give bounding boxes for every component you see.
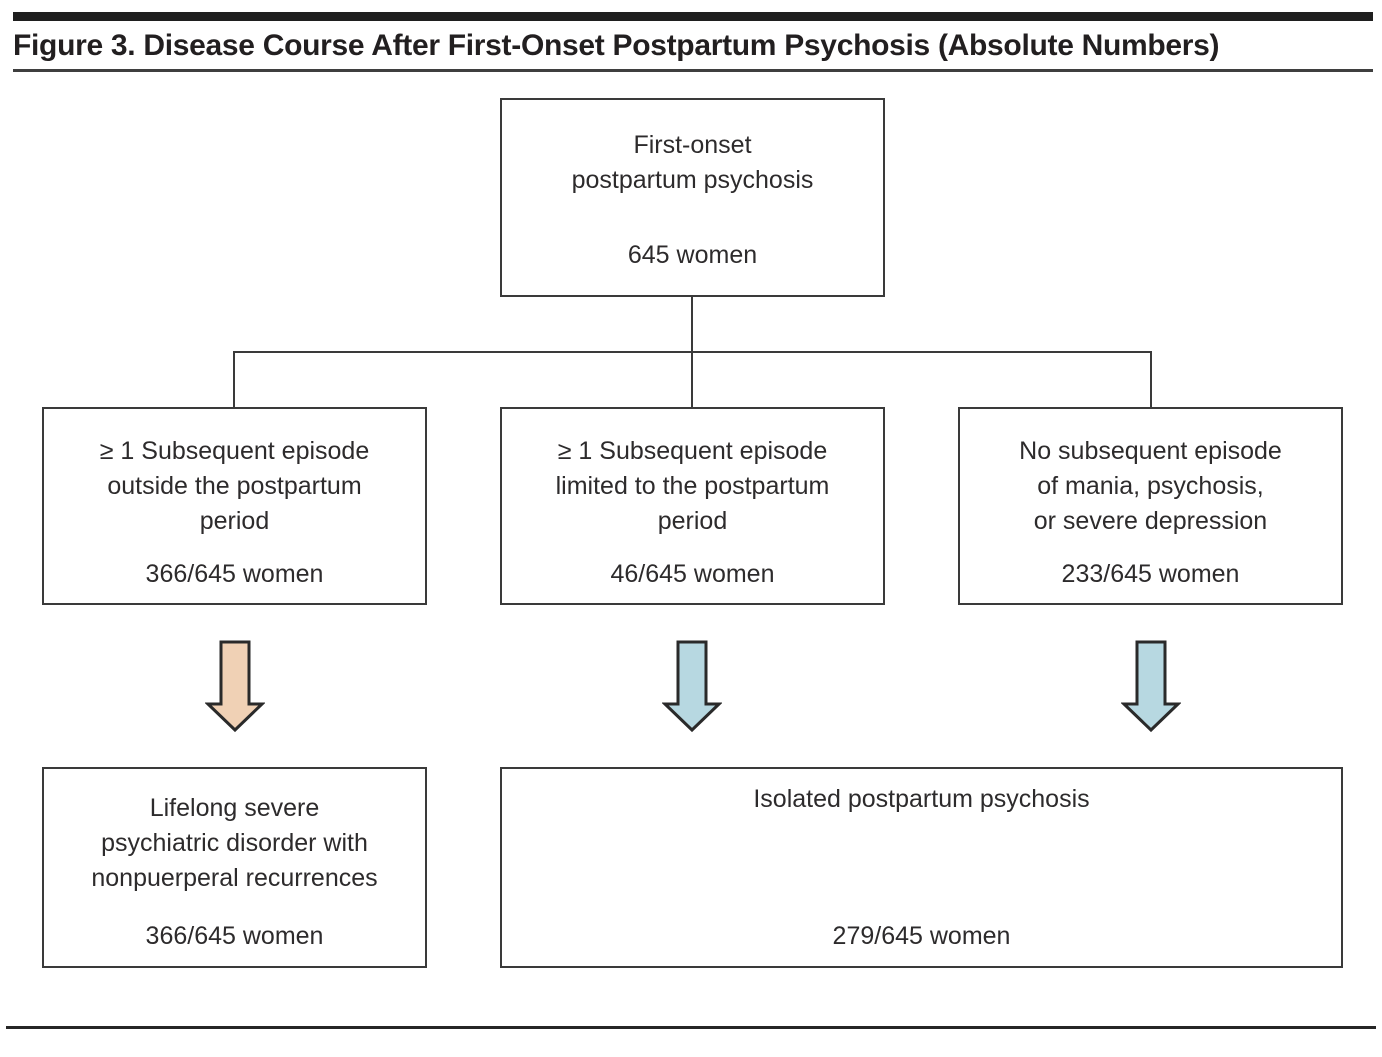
node-line: or severe depression [1033,507,1268,535]
node-count: 366/645 women [145,560,324,588]
node-first-onset-postpartum-psychosis: First-onset postpartum psychosis 645 wom… [500,98,885,297]
arrow-shape [662,640,722,733]
node-text: Lifelong severe psychiatric disorder wit… [91,791,377,896]
node-line: postpartum psychosis [571,166,814,194]
node-count: 279/645 women [832,922,1011,950]
connector-middle-branch [691,351,693,409]
node-line: of mania, psychosis, [1037,472,1264,500]
node-isolated-postpartum-psychosis: Isolated postpartum psychosis 279/645 wo… [500,767,1343,968]
connector-left-branch [233,351,235,409]
figure-title: Figure 3. Disease Course After First-Ons… [13,29,1220,62]
down-arrow-icon-blue [1121,640,1181,733]
node-line: No subsequent episode [1019,437,1282,465]
connector-right-branch [1150,351,1152,409]
node-count: 233/645 women [1061,560,1240,588]
node-line: period [199,507,270,535]
node-count: 366/645 women [145,922,324,950]
node-text: First-onset postpartum psychosis [572,128,814,198]
node-subsequent-limited-postpartum: ≥ 1 Subsequent episode limited to the po… [500,407,885,605]
top-rule-thick [13,12,1373,21]
node-text: No subsequent episode of mania, psychosi… [1019,434,1282,539]
node-text: ≥ 1 Subsequent episode outside the postp… [100,434,369,539]
node-line: Isolated postpartum psychosis [753,785,1090,813]
node-count: 645 women [627,241,758,269]
arrow-shape [205,640,265,733]
node-line: Lifelong severe [149,794,320,822]
node-line: ≥ 1 Subsequent episode [557,437,828,465]
title-rule-thin [13,69,1373,72]
node-line: outside the postpartum [107,472,362,500]
node-text: ≥ 1 Subsequent episode limited to the po… [556,434,830,539]
node-line: period [657,507,728,535]
node-count: 46/645 women [610,560,775,588]
node-line: ≥ 1 Subsequent episode [99,437,370,465]
bottom-rule [6,1026,1376,1029]
node-lifelong-severe-disorder: Lifelong severe psychiatric disorder wit… [42,767,427,968]
node-line: limited to the postpartum [555,472,830,500]
node-line: First-onset [633,131,752,159]
node-line: nonpuerperal recurrences [91,864,378,892]
node-text: Isolated postpartum psychosis [753,782,1089,817]
connector-root-down [691,297,693,353]
node-line: psychiatric disorder with [101,829,368,857]
node-subsequent-outside-postpartum: ≥ 1 Subsequent episode outside the postp… [42,407,427,605]
node-no-subsequent-episode: No subsequent episode of mania, psychosi… [958,407,1343,605]
down-arrow-icon-blue [662,640,722,733]
down-arrow-icon-tan [205,640,265,733]
arrow-shape [1121,640,1181,733]
